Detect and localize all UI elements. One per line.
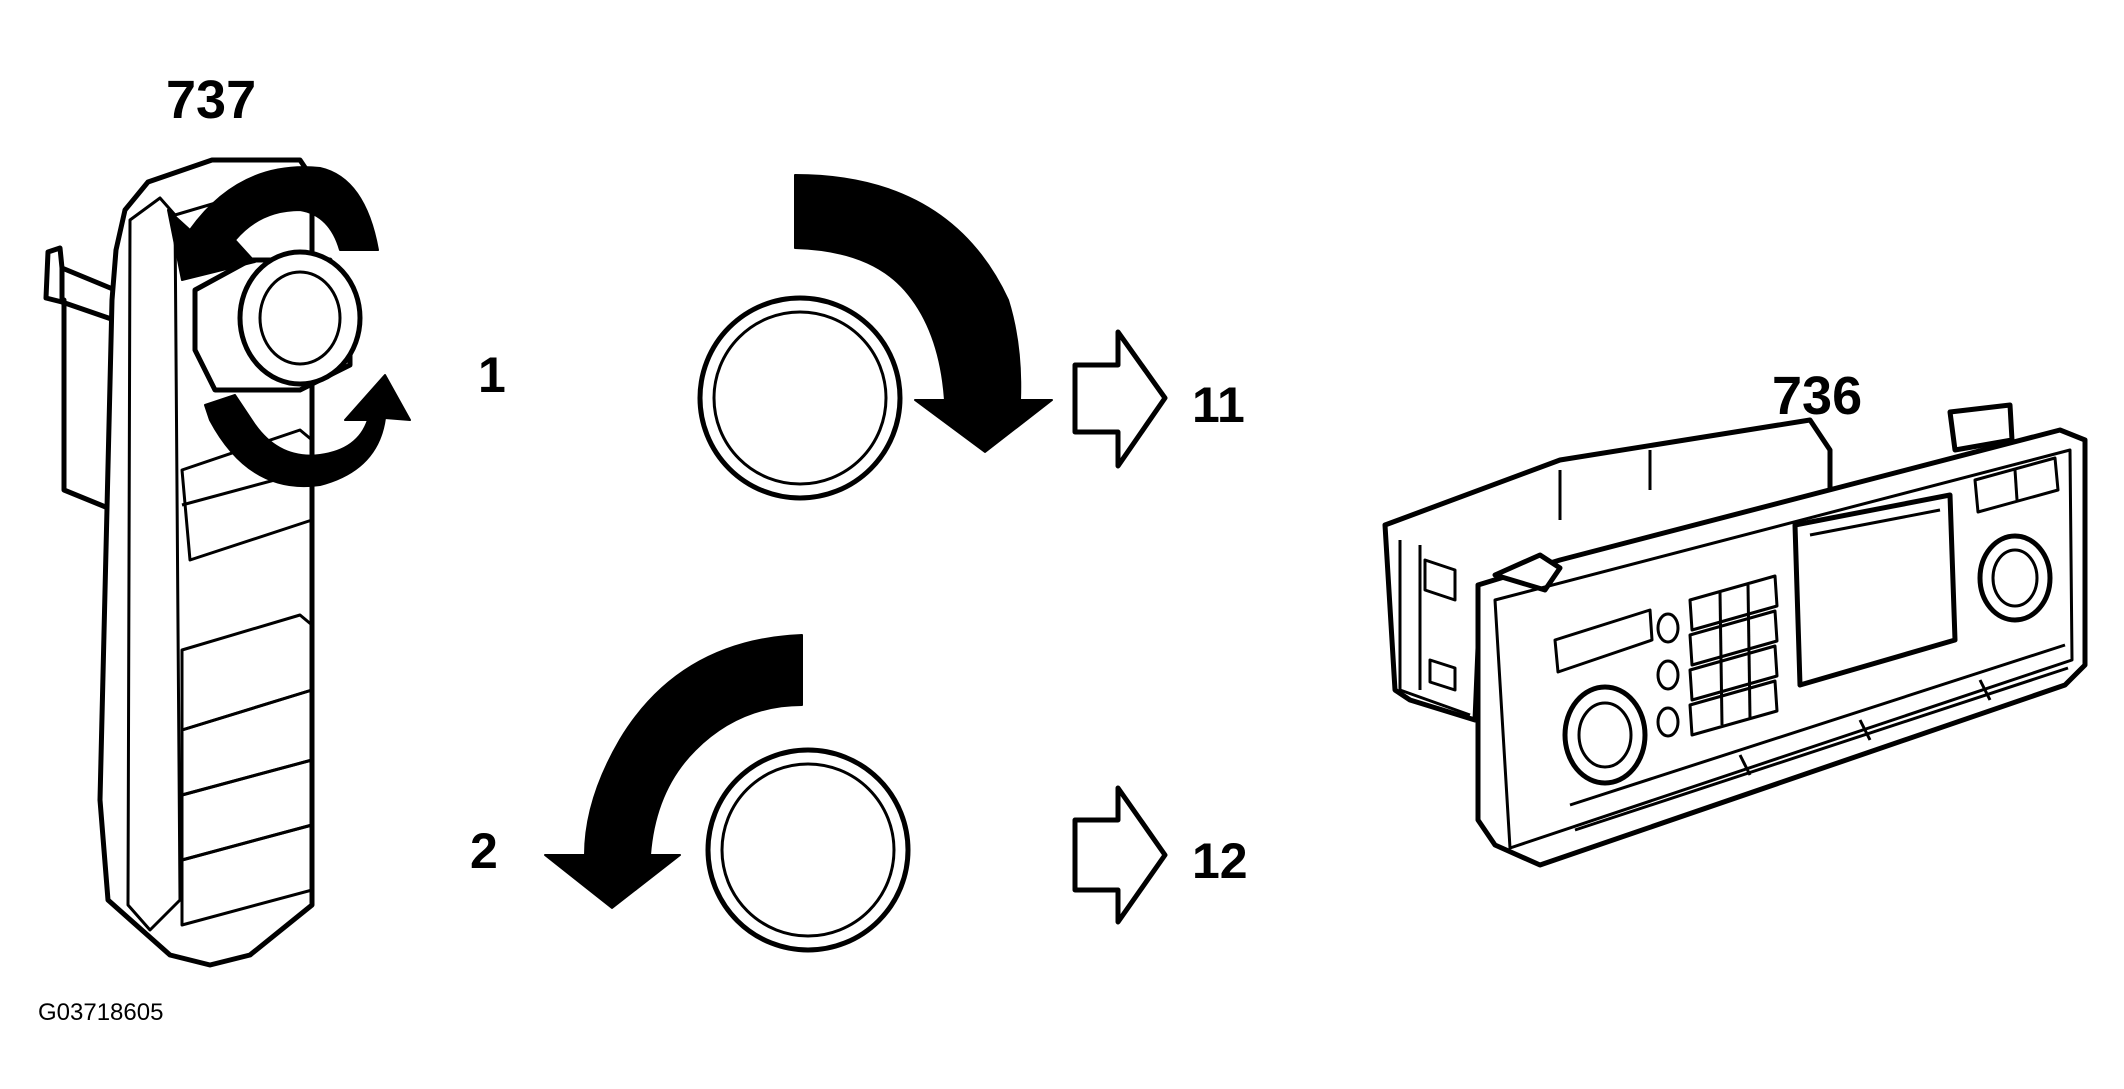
- clockwise-arrow-icon: [794, 174, 1053, 453]
- rotate-arrow-up-icon: [167, 166, 379, 281]
- result-arrow-11-icon: [1072, 329, 1168, 469]
- label-step-1: 1: [478, 347, 506, 403]
- step-2-diagram: [544, 634, 1168, 953]
- label-736: 736: [1772, 366, 1862, 426]
- step-1-diagram: [697, 174, 1168, 501]
- control-panel-736: [1382, 402, 2088, 868]
- label-737: 737: [166, 70, 256, 130]
- knob-737: [237, 249, 363, 387]
- button-stack-737: [180, 428, 314, 927]
- knob-step-1: [697, 295, 903, 501]
- control-module-737: [43, 157, 411, 968]
- label-result-12: 12: [1192, 833, 1248, 889]
- rotate-arrow-down-icon: [204, 374, 411, 488]
- counterclockwise-arrow-icon: [544, 634, 803, 909]
- label-result-11: 11: [1192, 377, 1245, 433]
- knob-right-736: [1977, 533, 2053, 623]
- figure-code: G03718605: [38, 999, 163, 1026]
- knob-step-2: [705, 747, 911, 953]
- result-arrow-12-icon: [1072, 785, 1168, 925]
- display-screen: [1792, 492, 1958, 688]
- button-grid-736: [1656, 574, 1779, 738]
- label-step-2: 2: [470, 823, 498, 879]
- knob-left-736: [1562, 684, 1648, 786]
